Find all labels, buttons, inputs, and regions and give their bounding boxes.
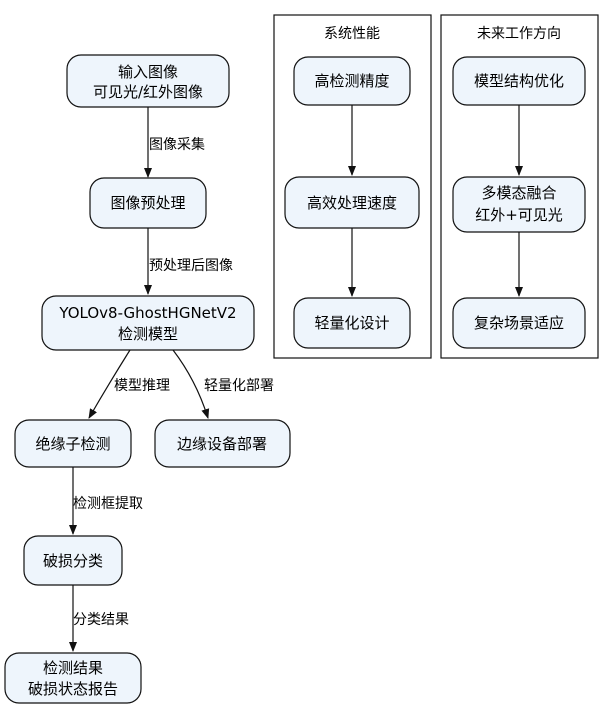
node-preprocess-label: 图像预处理 [110,194,185,212]
edge-label-deploy: 轻量化部署 [204,378,274,394]
node-high-accuracy: 高检测精度 [293,56,411,106]
edge-label-capture: 图像采集 [149,136,205,153]
edge-model-to-insulator [88,349,131,419]
node-high-accuracy-label: 高检测精度 [314,72,389,90]
node-high-speed-label: 高效处理速度 [307,194,397,212]
node-insulator-detection: 绝缘子检测 [14,419,132,468]
node-multimodal-fusion: 多模态融合 红外+可见光 [452,176,586,233]
node-input-image: 输入图像 可见光/红外图像 [66,54,230,108]
cluster-title-system-performance: 系统性能 [324,26,380,42]
edge-label-classify: 分类结果 [73,612,129,628]
node-multimodal-fusion-line2: 红外+可见光 [475,206,563,224]
node-detection-result-line1: 检测结果 [43,659,103,677]
node-detection-result-line2: 破损状态报告 [28,680,118,698]
node-insulator-detection-label: 绝缘子检测 [35,435,110,453]
node-complex-scene: 复杂场景适应 [452,297,586,349]
node-detection-model-line1: YOLOv8-GhostHGNetV2 [58,304,236,322]
node-lightweight-design-label: 轻量化设计 [314,314,389,332]
node-damage-classification: 破损分类 [23,535,123,586]
node-edge-deploy: 边缘设备部署 [154,419,291,468]
node-input-image-line2: 可见光/红外图像 [93,83,203,101]
node-detection-model-line2: 检测模型 [118,325,178,343]
node-multimodal-fusion-line1: 多模态融合 [481,184,556,202]
node-model-optimization-label: 模型结构优化 [474,72,564,90]
node-edge-deploy-label: 边缘设备部署 [177,435,267,453]
node-lightweight-design: 轻量化设计 [293,297,411,349]
edge-label-inference: 模型推理 [114,378,170,394]
edge-model-to-edge-deploy [172,349,210,419]
node-input-image-line1: 输入图像 [118,63,178,81]
node-preprocess: 图像预处理 [89,177,207,229]
node-complex-scene-label: 复杂场景适应 [474,314,564,332]
edge-label-bbox: 检测框提取 [73,496,143,512]
edge-label-preprocessed: 预处理后图像 [149,258,233,274]
node-detection-result: 检测结果 破损状态报告 [4,652,142,704]
node-damage-classification-label: 破损分类 [43,552,103,570]
node-high-speed: 高效处理速度 [284,176,420,229]
node-detection-model: YOLOv8-GhostHGNetV2 检测模型 [41,295,255,351]
node-model-optimization: 模型结构优化 [452,56,586,106]
cluster-title-future-work: 未来工作方向 [477,26,561,42]
